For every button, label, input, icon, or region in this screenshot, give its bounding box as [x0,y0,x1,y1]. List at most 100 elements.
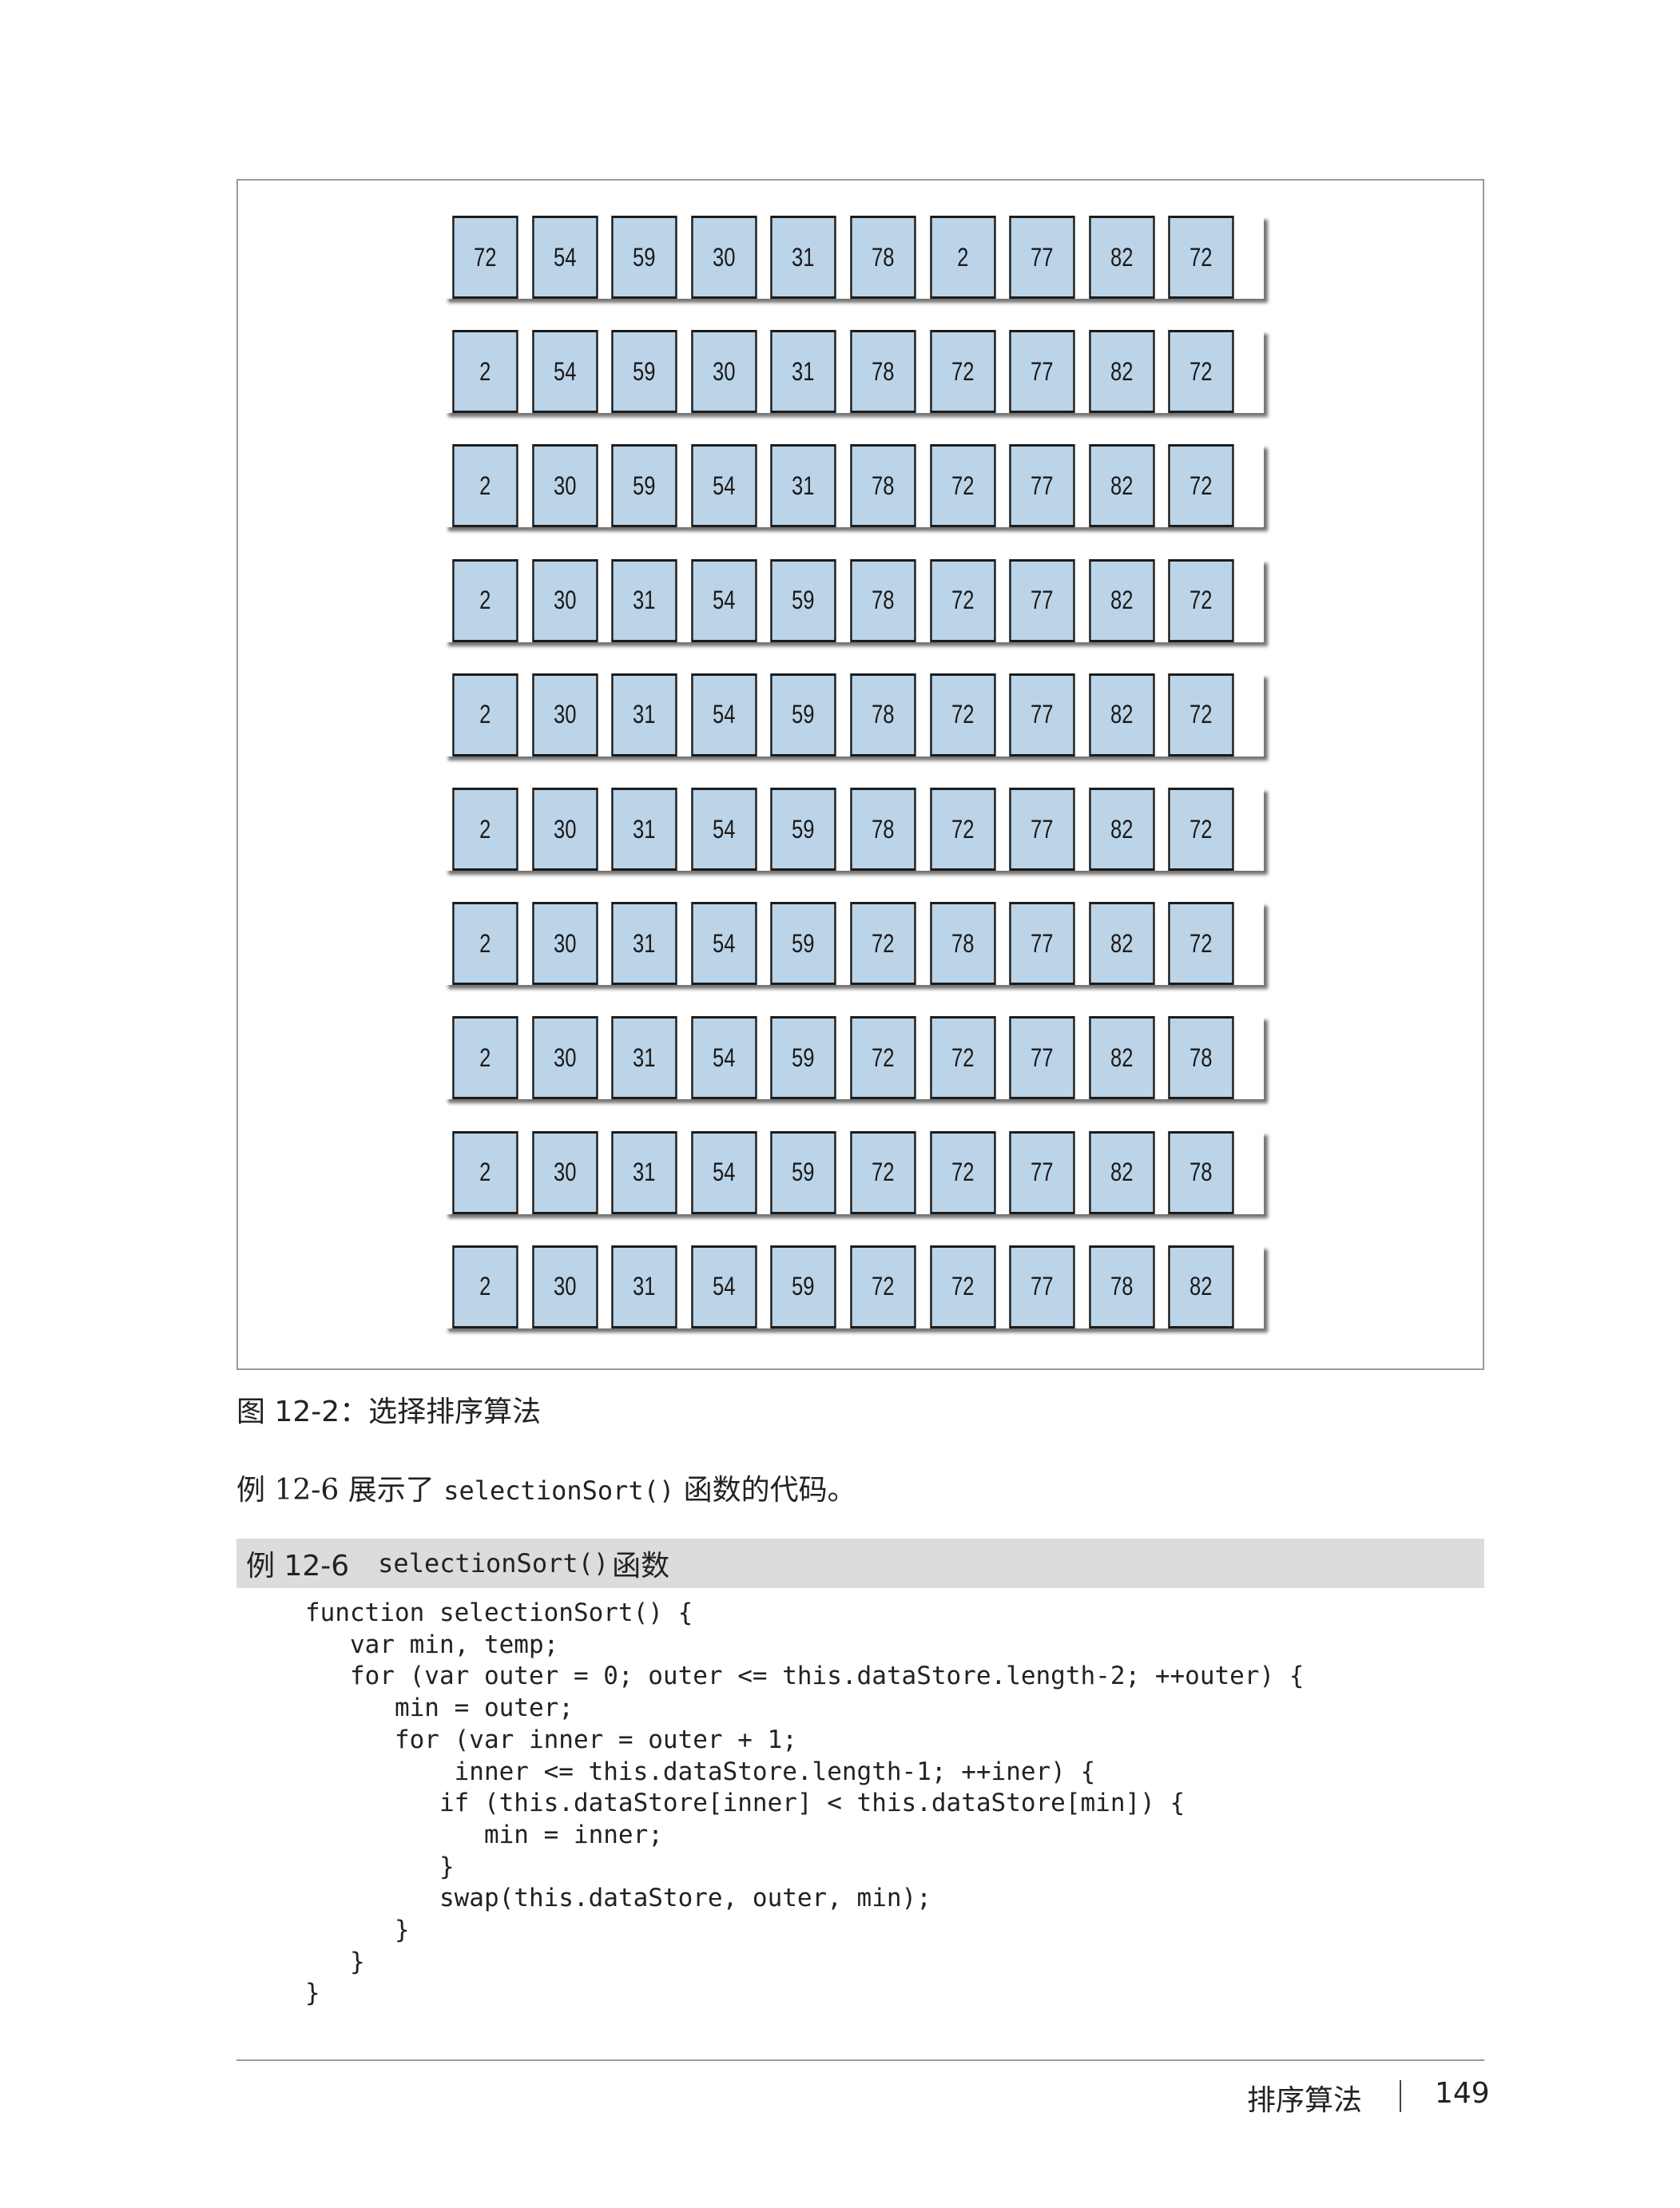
array-cell: 78 [929,902,995,986]
array-cell: 77 [1009,902,1075,986]
array-cell: 77 [1009,444,1075,528]
array-cell: 82 [1089,330,1155,414]
array-cell: 59 [770,788,836,871]
array-cell: 78 [850,673,916,757]
paragraph-code: selectionSort() [443,1475,675,1506]
array-cell: 2 [452,673,518,757]
array-cell: 78 [1168,1016,1234,1100]
array-cell: 54 [691,673,757,757]
array-cell: 54 [691,1016,757,1100]
array-cell: 77 [1009,1245,1075,1328]
array-cell: 31 [611,1245,677,1328]
array-cell: 72 [929,673,995,757]
array-cell: 2 [452,444,518,528]
array-cell: 72 [452,216,518,299]
array-cell: 82 [1089,673,1155,757]
example-title-code: selectionSort() [378,1548,610,1579]
array-cell: 2 [452,558,518,642]
array-cell: 77 [1009,216,1075,299]
array-cell: 72 [929,788,995,871]
array-cell: 31 [770,216,836,299]
array-cell: 54 [691,902,757,986]
array-cell: 72 [929,558,995,642]
array-cell: 31 [611,673,677,757]
array-cell: 72 [929,1016,995,1100]
array-cell: 30 [531,788,598,871]
array-cell: 72 [1168,673,1234,757]
array-cell: 30 [531,558,598,642]
array-cell: 59 [770,558,836,642]
array-cell: 59 [770,1016,836,1100]
body-paragraph: 例 12-6 展示了 selectionSort() 函数的代码。 [236,1467,856,1508]
array-cell: 59 [770,673,836,757]
array-cell: 30 [531,444,598,528]
array-cell: 72 [850,902,916,986]
array-cell: 54 [691,558,757,642]
array-cell: 59 [611,444,677,528]
array-cell: 31 [611,902,677,986]
array-cell: 82 [1089,1130,1155,1214]
array-cell: 31 [611,1016,677,1100]
array-cell: 78 [850,216,916,299]
array-cell: 78 [850,330,916,414]
array-cell: 54 [691,1245,757,1328]
array-cell: 82 [1089,902,1155,986]
paragraph-prefix: 例 12-6 展示了 [236,1474,444,1507]
array-cell: 2 [452,1245,518,1328]
array-cell: 72 [850,1016,916,1100]
array-cell: 72 [850,1130,916,1214]
array-cell: 72 [929,444,995,528]
array-cell: 54 [691,788,757,871]
array-cell: 82 [1089,216,1155,299]
array-cell: 72 [929,1130,995,1214]
array-cell: 77 [1009,330,1075,414]
array-cell: 59 [770,1245,836,1328]
array-cell: 72 [929,1245,995,1328]
array-cell: 54 [531,330,598,414]
array-cell: 78 [850,788,916,871]
array-cell: 78 [850,558,916,642]
array-cell: 72 [850,1245,916,1328]
array-cell: 2 [452,1130,518,1214]
array-cell: 77 [1009,673,1075,757]
array-cell: 72 [1168,788,1234,871]
example-header: 例 12-6 selectionSort() 函数 [236,1539,1484,1588]
array-cell: 30 [691,216,757,299]
array-cell: 2 [452,788,518,871]
example-title-suffix: 函数 [612,1550,670,1583]
array-cell: 30 [531,1016,598,1100]
array-cell: 2 [452,1016,518,1100]
array-cell: 72 [1168,216,1234,299]
array-cell: 82 [1089,1016,1155,1100]
array-cell: 2 [452,330,518,414]
array-cell: 72 [1168,558,1234,642]
array-cell: 72 [1168,330,1234,414]
footer-chapter-title: 排序算法 [1246,2084,1362,2117]
array-cell: 31 [611,558,677,642]
array-cell: 77 [1009,788,1075,871]
array-cell: 77 [1009,558,1075,642]
array-cell: 78 [850,444,916,528]
array-cell: 30 [531,673,598,757]
array-cell: 30 [531,1245,598,1328]
array-cell: 54 [691,1130,757,1214]
array-cell: 30 [691,330,757,414]
array-cell: 59 [770,1130,836,1214]
example-label: 例 12-6 [246,1550,350,1583]
array-cell: 72 [929,330,995,414]
array-cell: 82 [1089,788,1155,871]
paragraph-suffix: 函数的代码。 [674,1474,856,1507]
code-block: function selectionSort() { var min, temp… [305,1598,1305,2008]
array-cell: 59 [611,216,677,299]
array-cell: 72 [1168,902,1234,986]
array-cell: 2 [929,216,995,299]
